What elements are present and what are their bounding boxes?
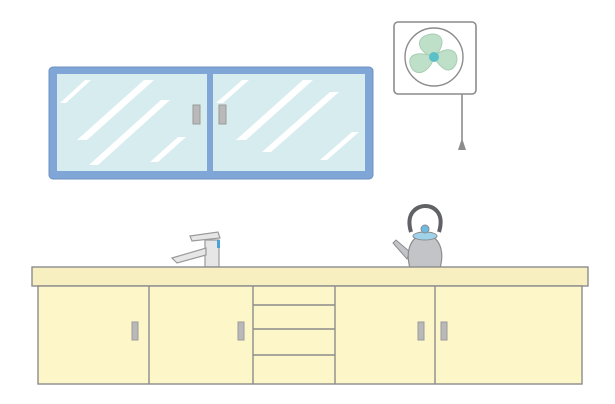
cabinet-handle[interactable]	[440, 321, 448, 341]
ventilation-fan[interactable]	[393, 21, 477, 150]
cabinets	[37, 285, 583, 385]
cabinet-handle[interactable]	[131, 321, 139, 341]
drawer-4[interactable]	[253, 355, 335, 384]
window-pane-left	[57, 74, 207, 171]
cabinet-door-left-inner[interactable]	[149, 286, 253, 384]
faucet-accent	[217, 240, 220, 248]
glass-streak	[320, 132, 359, 160]
kettle-spout	[392, 239, 411, 260]
faucet[interactable]	[170, 231, 221, 268]
glass-streak	[77, 80, 154, 140]
cabinet-handle[interactable]	[237, 321, 245, 341]
glass-streak	[89, 100, 170, 165]
glass-streak	[262, 92, 339, 152]
glass-streak	[216, 80, 249, 103]
drawer-1[interactable]	[253, 286, 335, 305]
window-handle[interactable]	[192, 104, 201, 125]
counter-top	[31, 266, 589, 287]
fan-pull-handle[interactable]	[458, 138, 466, 150]
kettle-knob	[420, 224, 430, 234]
kettle[interactable]	[392, 203, 443, 269]
window-pane-right	[213, 74, 365, 171]
kettle-handle	[407, 203, 443, 233]
glass-streak	[60, 80, 91, 103]
faucet-spout	[170, 247, 207, 264]
glass-streak	[236, 80, 313, 140]
window-handle[interactable]	[218, 104, 227, 125]
drawer-3[interactable]	[253, 329, 335, 355]
cabinet-body	[37, 285, 583, 385]
fan-blades	[409, 33, 458, 74]
window	[48, 66, 374, 180]
drawer-2[interactable]	[253, 305, 335, 329]
cabinet-handle[interactable]	[417, 321, 425, 341]
glass-streak	[150, 137, 186, 162]
cabinet-door-right-outer[interactable]	[435, 286, 582, 384]
faucet-base	[204, 239, 220, 268]
faucet-lever[interactable]	[189, 231, 221, 242]
fan-hub	[429, 52, 439, 62]
